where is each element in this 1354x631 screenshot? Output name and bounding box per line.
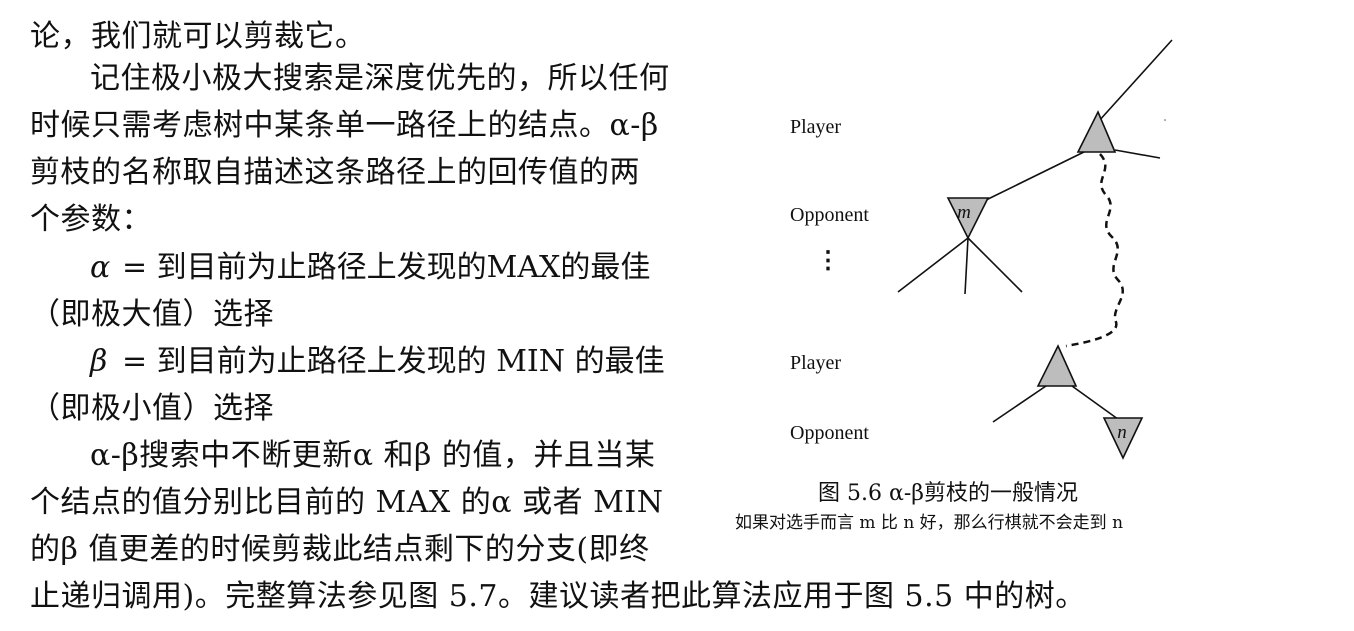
text-line: 剪枝的名称取自描述这条路径上的回传值的两 xyxy=(30,155,640,190)
tree-edge xyxy=(1114,149,1161,159)
node-m-label: m xyxy=(957,202,971,223)
text-line: α-β搜索中不断更新α 和β 的值，并且当某 xyxy=(90,438,656,473)
alpha-symbol: α xyxy=(90,250,111,285)
tree-edge xyxy=(981,149,1089,203)
text-line: （即极大值）选择 xyxy=(30,297,274,332)
dashed-path xyxy=(1065,153,1124,348)
player-node-bottom xyxy=(1036,344,1078,387)
tree-edge xyxy=(967,237,1023,293)
opponent-node-m xyxy=(946,197,990,240)
tree-edge xyxy=(1097,39,1173,123)
label-player-top: Player xyxy=(790,116,842,138)
player-node-top xyxy=(1076,110,1117,153)
beta-symbol: β xyxy=(90,344,108,379)
figure-5-6: m n Player Opponent ⋮ Player Opponent 图 … xyxy=(735,30,1320,533)
text-line: 论，我们就可以剪裁它。 xyxy=(30,19,366,54)
text-line: 个结点的值分别比目前的 MAX 的α 或者 MIN xyxy=(30,485,664,520)
text-line: 时候只需考虑树中某条单一路径上的结点。α-β xyxy=(30,108,659,143)
tree-edge xyxy=(964,237,969,295)
tree-edge xyxy=(897,237,969,293)
label-player-bottom: Player xyxy=(790,352,842,374)
figure-caption: 图 5.6 α-β剪枝的一般情况 xyxy=(818,481,1078,506)
beta-definition: = 到目前为止路径上发现的 MIN 的最佳 xyxy=(122,344,665,379)
text-line: 止递归调用)。完整算法参见图 5.7。建议读者把此算法应用于图 5.5 中的树。 xyxy=(30,579,1086,614)
alpha-definition: = 到目前为止路径上发现的MAX的最佳 xyxy=(122,250,651,285)
text-line: 的β 值更差的时候剪裁此结点剩下的分支(即终 xyxy=(30,532,650,567)
node-n-label: n xyxy=(1117,422,1127,443)
game-tree-diagram: m n xyxy=(897,39,1173,460)
opponent-node-n xyxy=(1102,417,1144,460)
figure-subcaption: 如果对选手而言 m 比 n 好，那么行棋就不会走到 n xyxy=(735,513,1124,533)
tree-edge xyxy=(1071,385,1123,423)
text-line: 个参数： xyxy=(30,202,152,237)
tree-edge xyxy=(992,385,1047,423)
text-line: 记住极小极大搜索是深度优先的，所以任何 xyxy=(90,61,670,96)
text-line: （即极小值）选择 xyxy=(30,391,274,426)
label-opponent-bottom: Opponent xyxy=(790,422,869,444)
label-ellipsis: ⋮ xyxy=(816,248,840,274)
label-opponent-top: Opponent xyxy=(790,204,869,226)
